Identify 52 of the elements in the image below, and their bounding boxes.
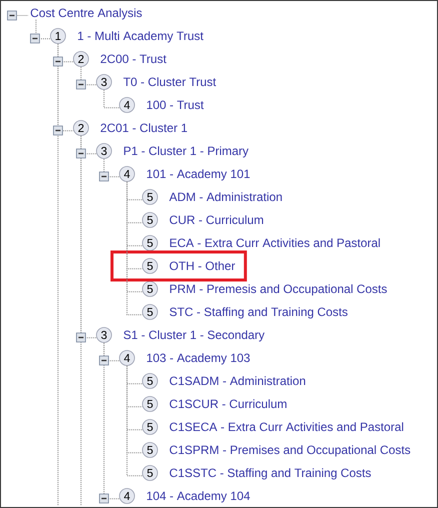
item-label: C1SCUR - Curriculum xyxy=(170,399,286,408)
tree-line xyxy=(126,365,144,476)
item-label: Cost Centre Analysis xyxy=(30,8,142,20)
item-label: PRM - Premesis and Occupational Costs xyxy=(170,284,387,296)
level-badge: 5 xyxy=(142,373,158,389)
item-label: C1SPRM - Premises and Occupational Costs xyxy=(170,445,410,456)
level-badge: 4 xyxy=(119,488,135,504)
item-label: OTH - Other xyxy=(170,261,235,270)
level-badge: 2 xyxy=(73,120,89,136)
tree-line xyxy=(80,135,82,506)
tree-line xyxy=(104,89,120,108)
item-label: S1 - Cluster 1 - Secondary xyxy=(124,330,265,342)
level-badge: 1 xyxy=(50,28,66,44)
level-badge: 5 xyxy=(142,442,158,458)
tree-line xyxy=(80,66,98,86)
tree-line xyxy=(126,181,144,316)
item-label: T0 - Cluster Trust xyxy=(123,77,216,86)
item-label: 2C00 - Trust xyxy=(100,54,166,64)
level-badge: 4 xyxy=(119,166,135,182)
item-label: 101 - Academy 101 xyxy=(147,169,250,180)
level-badge: 2 xyxy=(73,51,89,67)
item-label: ADM - Administration xyxy=(169,192,282,202)
item-label: 103 - Academy 103 xyxy=(147,353,250,364)
item-label: ECA - Extra Curr Activities and Pastoral xyxy=(170,238,380,248)
level-badge: 4 xyxy=(119,350,135,366)
item-label: 1 - Multi Academy Trust xyxy=(78,31,204,42)
level-badge: 5 xyxy=(142,258,158,274)
level-badge: 5 xyxy=(142,465,158,481)
item-label: C1SSTC - Staffing and Training Costs xyxy=(170,468,371,480)
level-badge: 3 xyxy=(96,327,112,343)
tree-line xyxy=(104,158,120,178)
level-badge: 5 xyxy=(142,189,158,205)
level-badge: 4 xyxy=(119,97,135,113)
tree-line xyxy=(104,342,120,500)
level-badge: 5 xyxy=(142,212,158,228)
item-label: P1 - Cluster 1 - Primary xyxy=(124,146,248,158)
item-label: C1SADM - Administration xyxy=(170,376,306,386)
level-badge: 5 xyxy=(142,396,158,412)
highlight-box xyxy=(110,250,247,282)
item-label: 2C01 - Cluster 1 xyxy=(100,123,187,132)
level-badge: 5 xyxy=(142,235,158,251)
level-badge: 3 xyxy=(96,143,112,159)
tree-line xyxy=(36,19,52,40)
item-label: 100 - Trust xyxy=(147,100,204,110)
level-badge: 5 xyxy=(142,281,158,297)
item-label: C1SECA - Extra Curr Activities and Pastoral xyxy=(170,422,404,432)
level-badge: 3 xyxy=(96,74,112,90)
item-label: STC - Staffing and Training Costs xyxy=(170,307,348,318)
item-label: CUR - Curriculum xyxy=(170,215,264,224)
level-badge: 5 xyxy=(142,304,158,320)
level-badge: 5 xyxy=(142,419,158,435)
item-label: 104 - Academy 104 xyxy=(147,491,250,502)
